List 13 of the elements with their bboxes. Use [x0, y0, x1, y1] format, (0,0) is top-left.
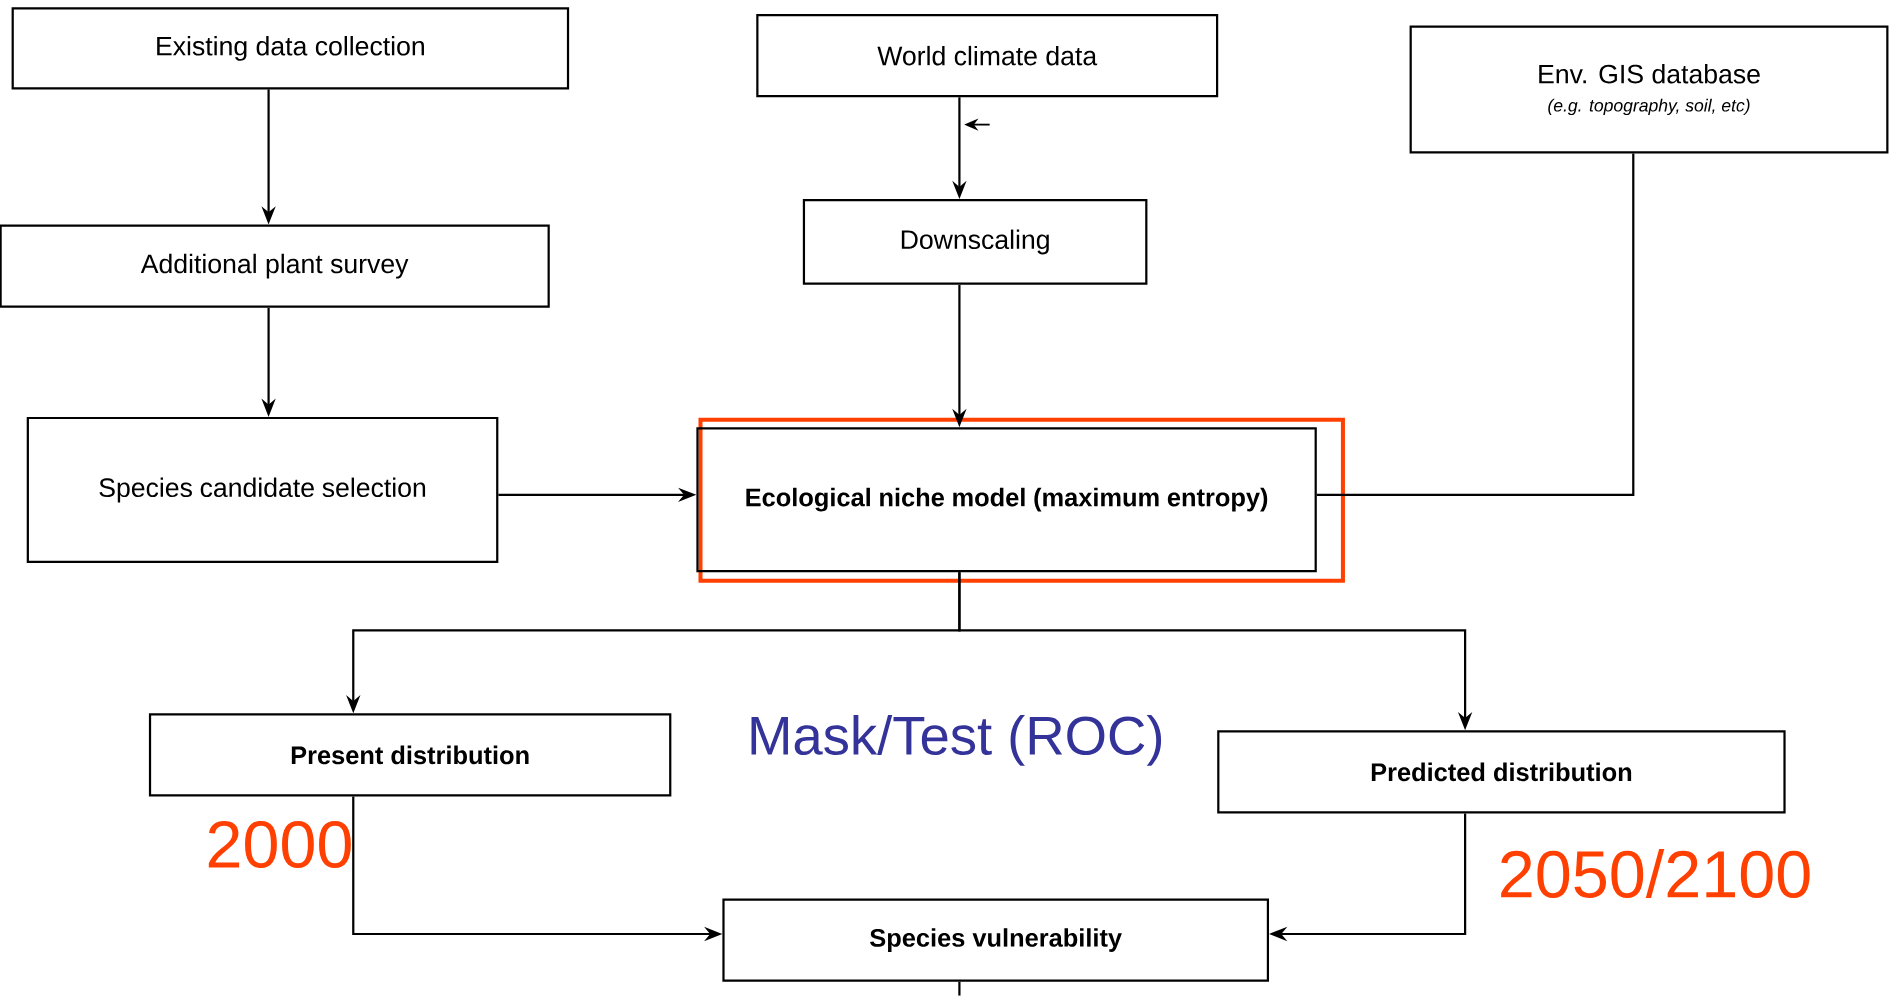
process-box: Species candidate selection	[26, 417, 499, 564]
process-box: Existing data collection	[11, 7, 570, 90]
process-box: World climate data	[756, 14, 1219, 98]
process-box: Additional plant survey	[0, 224, 550, 308]
process-box: Species vulnerability	[722, 898, 1269, 982]
process-box: Predicted distribution	[1217, 730, 1786, 814]
process-box: Env. GIS database (e.g. topography, soil, etc)	[1409, 25, 1889, 154]
year-label: 2050/2100	[1501, 849, 1810, 899]
process-box: Downscaling	[802, 199, 1148, 285]
process-box: Present distribution	[148, 713, 672, 797]
process-box: Ecological niche model (maximum entropy)	[696, 427, 1317, 573]
year-label: 2000	[208, 821, 351, 869]
note-text: Mask/Test (ROC)	[751, 715, 1162, 766]
